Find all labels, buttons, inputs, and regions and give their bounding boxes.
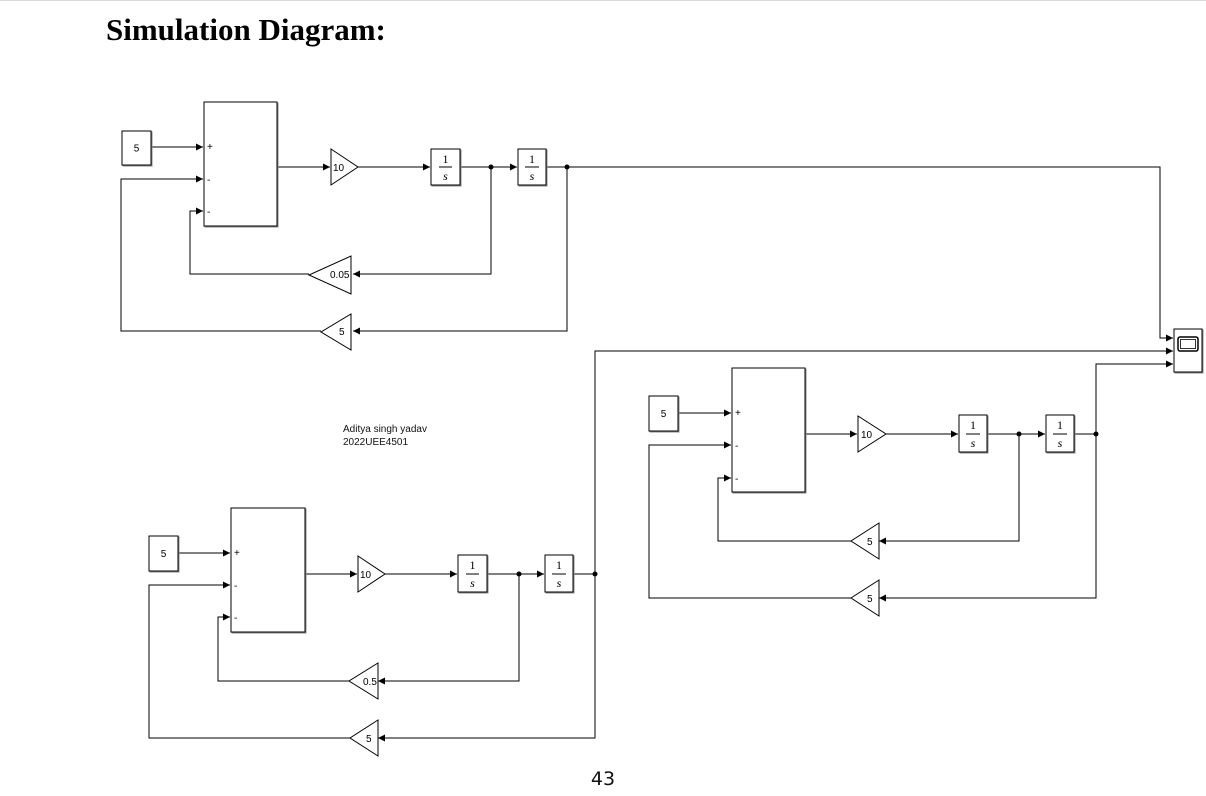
sum-sign-2: - bbox=[735, 441, 738, 452]
svg-text:1: 1 bbox=[556, 558, 562, 572]
scope-icon bbox=[1177, 336, 1199, 352]
author-id: 2022UEE4501 bbox=[343, 437, 409, 448]
integrator-block[interactable]: 1 s bbox=[457, 554, 488, 593]
sum-sign-3: - bbox=[735, 474, 738, 485]
sum-sign-1: + bbox=[207, 142, 213, 153]
outer-gain-value: 5 bbox=[366, 734, 372, 745]
constant-value: 5 bbox=[661, 409, 667, 420]
svg-text:s: s bbox=[443, 169, 448, 183]
integrator-block[interactable]: 1 s bbox=[1045, 414, 1075, 453]
outer-feedback-gain-block[interactable]: 5 bbox=[850, 579, 880, 617]
inner-feedback-gain-block[interactable]: 5 bbox=[850, 522, 880, 560]
sum-block[interactable]: + - - bbox=[230, 507, 306, 633]
constant-block[interactable]: 5 bbox=[148, 535, 179, 572]
svg-text:1: 1 bbox=[443, 152, 449, 166]
sum-block[interactable]: + - - bbox=[731, 367, 806, 493]
inner-gain-value: 0.05 bbox=[330, 270, 350, 281]
sum-sign-3: - bbox=[234, 613, 237, 624]
sum-sign-1: + bbox=[234, 548, 240, 559]
forward-gain-block[interactable]: 10 bbox=[857, 415, 887, 453]
sum-block[interactable]: + - - bbox=[203, 101, 278, 227]
page-number: 43 bbox=[590, 768, 616, 790]
constant-value: 5 bbox=[161, 549, 167, 560]
forward-gain-value: 10 bbox=[861, 430, 873, 441]
svg-text:1: 1 bbox=[470, 558, 476, 572]
svg-text:1: 1 bbox=[970, 418, 976, 432]
svg-text:s: s bbox=[971, 436, 976, 450]
integrator-block[interactable]: 1 s bbox=[544, 554, 574, 593]
sum-sign-2: - bbox=[234, 581, 237, 592]
outer-gain-value: 5 bbox=[867, 594, 873, 605]
integrator-block[interactable]: 1 s bbox=[517, 148, 547, 186]
forward-gain-value: 10 bbox=[360, 570, 372, 581]
constant-value: 5 bbox=[134, 144, 140, 155]
svg-text:s: s bbox=[470, 576, 475, 590]
inner-feedback-gain-block[interactable]: 0.05 bbox=[307, 255, 352, 295]
outer-gain-value: 5 bbox=[339, 327, 345, 338]
constant-block[interactable]: 5 bbox=[648, 395, 679, 432]
sum-sign-2: - bbox=[207, 175, 210, 186]
svg-text:1: 1 bbox=[1057, 418, 1063, 432]
inner-gain-value: 5 bbox=[867, 537, 873, 548]
system-2: 5 + - - 10 1 s 1 s 0.5 5 bbox=[148, 347, 1173, 757]
integrator-block[interactable]: 1 s bbox=[430, 148, 461, 186]
forward-gain-block[interactable]: 10 bbox=[330, 148, 359, 186]
outer-feedback-gain-block[interactable]: 5 bbox=[349, 719, 379, 757]
outer-feedback-gain-block[interactable]: 5 bbox=[320, 313, 352, 351]
forward-gain-block[interactable]: 10 bbox=[357, 555, 386, 593]
sum-sign-1: + bbox=[735, 408, 741, 419]
system-3: 5 + - - 10 1 s 1 s 5 5 bbox=[648, 360, 1173, 617]
constant-block[interactable]: 5 bbox=[121, 130, 152, 166]
svg-text:1: 1 bbox=[529, 152, 535, 166]
integrator-block[interactable]: 1 s bbox=[958, 414, 988, 453]
inner-feedback-gain-block[interactable]: 0.5 bbox=[348, 662, 379, 700]
scope-block[interactable] bbox=[1173, 328, 1203, 373]
author-annotation: Aditya singh yadav 2022UEE4501 bbox=[343, 423, 427, 449]
sum-sign-3: - bbox=[207, 207, 210, 218]
inner-gain-value: 0.5 bbox=[363, 677, 377, 688]
system-1: 5 + - - 10 1 s 1 s 0.05 bbox=[120, 101, 1173, 351]
svg-text:s: s bbox=[1058, 436, 1063, 450]
page-top-rule bbox=[0, 0, 1206, 1]
svg-text:s: s bbox=[530, 169, 535, 183]
forward-gain-value: 10 bbox=[333, 163, 345, 174]
author-name: Aditya singh yadav bbox=[343, 424, 427, 435]
svg-text:s: s bbox=[557, 576, 562, 590]
page-title: Simulation Diagram: bbox=[106, 12, 386, 47]
